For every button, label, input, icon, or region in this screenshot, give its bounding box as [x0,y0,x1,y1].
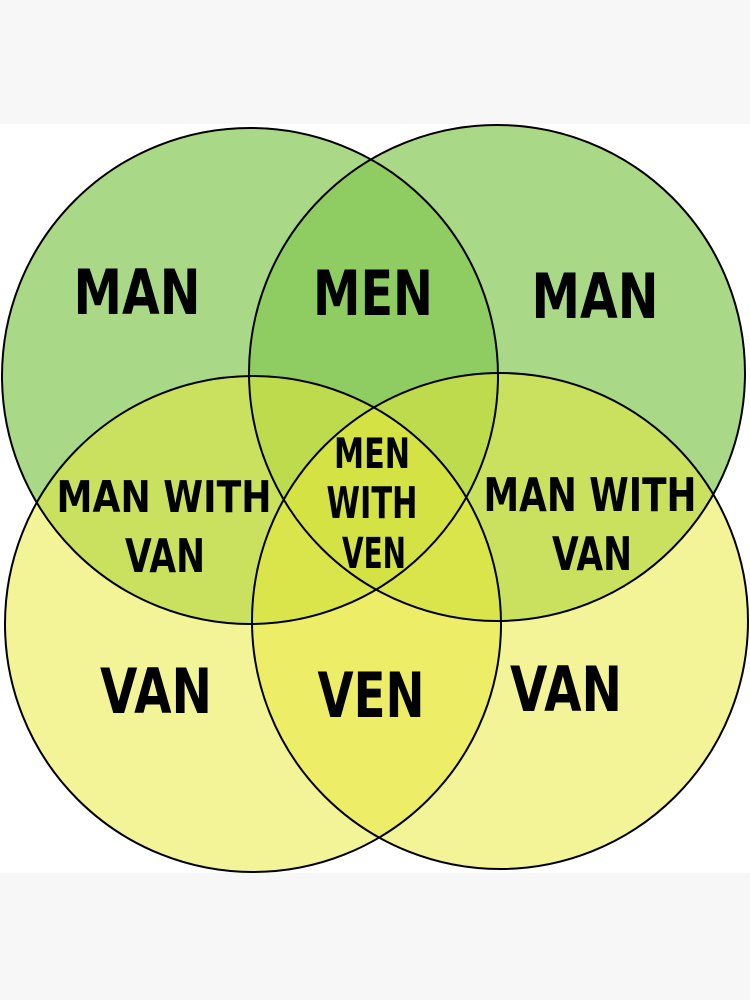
label-bottom-right-van: VAN [510,653,622,726]
label-left-overlap-line1: MAN WITH [57,472,272,523]
label-bottom-overlap-ven: VEN [318,659,425,732]
label-center-line2: WITH [327,478,418,529]
label-top-overlap-men: MEN [313,257,433,330]
label-bottom-left-van: VAN [100,655,212,728]
label-center-line3: VEN [342,529,406,579]
label-top-right-man: MAN [532,260,659,333]
label-left-overlap-line2: VAN [125,529,205,583]
label-right-overlap-line1: MAN WITH [484,468,697,522]
label-top-left-man: MAN [74,256,201,329]
label-right-overlap-line2: VAN [552,527,632,581]
label-center-line1: MEN [334,429,410,478]
circle-outlines [1,124,749,873]
